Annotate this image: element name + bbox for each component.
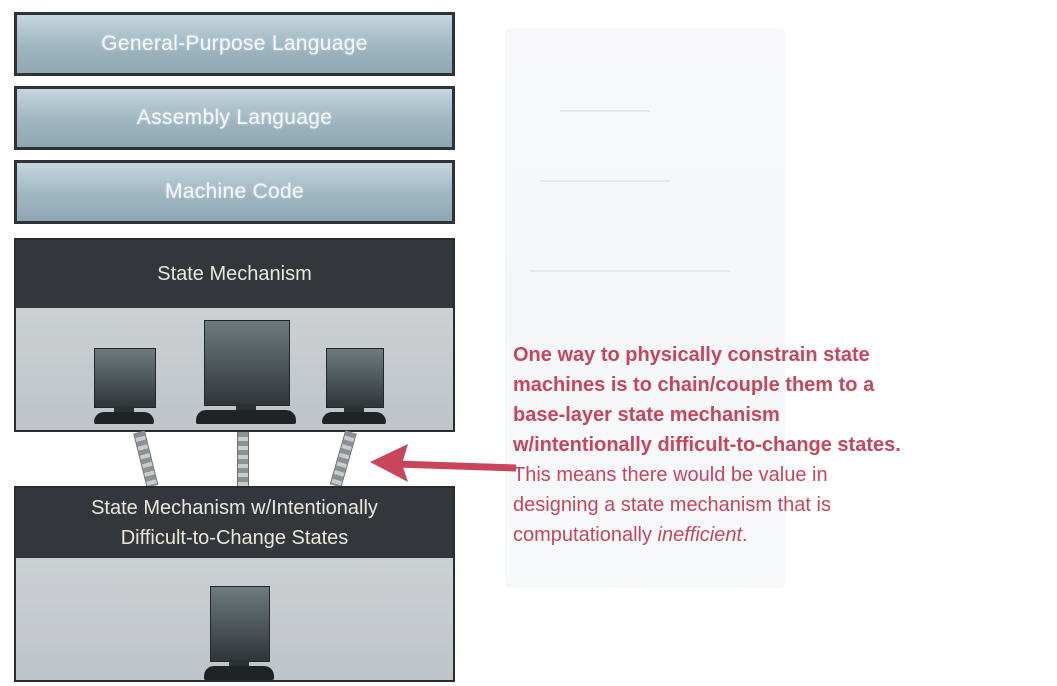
pointer-arrow-icon <box>370 444 517 482</box>
difficult-state-mechanism-header: State Mechanism w/Intentionally Difficul… <box>16 488 453 558</box>
annotation-line: w/intentionally difficult-to-change stat… <box>513 434 901 456</box>
layer-label: Machine Code <box>164 180 304 203</box>
state-mechanism-title: State Mechanism <box>157 263 312 285</box>
difficult-state-mechanism-title-line1: State Mechanism w/Intentionally <box>91 497 378 519</box>
state-mechanism-block: State Mechanism <box>14 238 455 432</box>
difficult-state-mechanism-title-line2: Difficult-to-Change States <box>120 527 349 549</box>
annotation-line: machines is to chain/couple them to a <box>513 374 875 396</box>
annotation-line: base-layer state mechanism <box>513 404 780 426</box>
annotation-line: This means there would be value in <box>513 464 828 486</box>
chain-link <box>329 430 357 488</box>
state-mechanism-header: State Mechanism <box>16 240 453 308</box>
faded-background-panel <box>505 28 785 588</box>
assembly-language-layer: Assembly Language <box>14 86 455 150</box>
annotation-text: One way to physically constrain state ma… <box>513 340 1053 550</box>
chain-link <box>133 430 159 488</box>
faded-line <box>560 110 650 112</box>
annotation-emphasis: inefficient <box>657 524 743 546</box>
difficult-state-mechanism-block: State Mechanism w/Intentionally Difficul… <box>14 486 455 682</box>
annotation-text-fragment: computationally <box>513 524 658 546</box>
layer-label: Assembly Language <box>136 106 333 129</box>
layer-label: General-Purpose Language <box>101 32 368 55</box>
faded-line <box>530 270 730 272</box>
general-purpose-language-layer: General-Purpose Language <box>14 12 455 76</box>
machine-code-layer: Machine Code <box>14 160 455 224</box>
faded-line <box>540 180 670 182</box>
annotation-text-fragment: . <box>742 524 748 546</box>
annotation-line: One way to physically constrain state <box>513 344 870 366</box>
chain-link <box>237 432 249 488</box>
annotation-line: designing a state mechanism that is <box>513 494 831 516</box>
annotation-last-line: computationally inefficient. <box>513 520 1053 550</box>
